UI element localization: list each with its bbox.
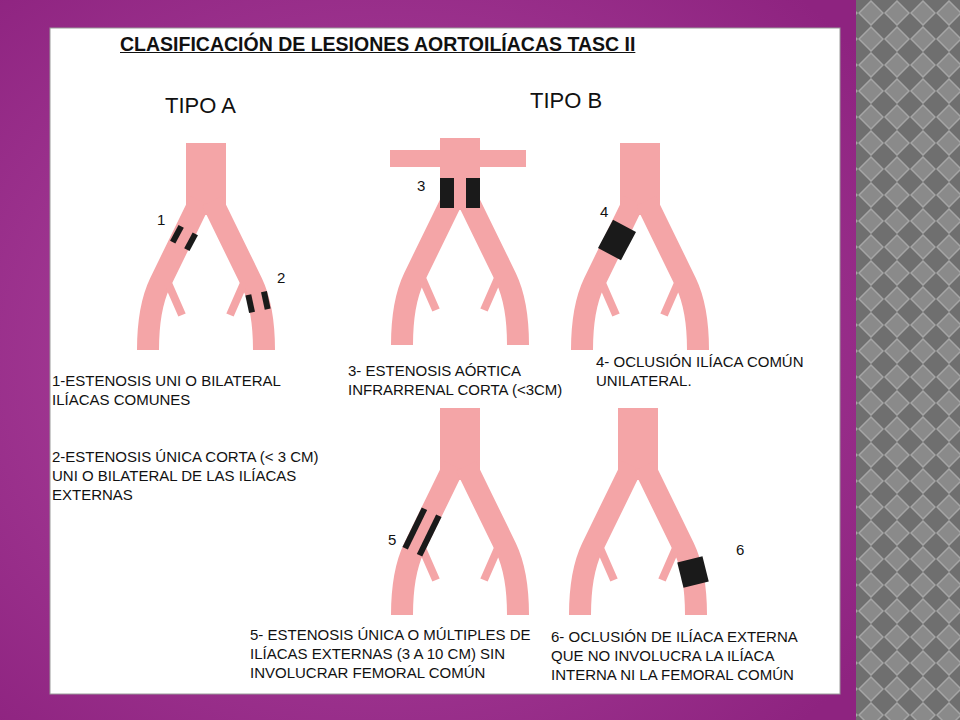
aortoiliac-figure — [402, 408, 518, 615]
label-slot: TIPO B — [530, 87, 602, 115]
aortoiliac-figure — [148, 143, 264, 350]
label-slot: 2 — [277, 269, 285, 288]
label-slot: TIPO A — [165, 92, 236, 120]
label-slot: 3- ESTENOSIS AÓRTICA INFRARRENAL CORTA (… — [348, 362, 584, 400]
aortoiliac-figure — [580, 408, 696, 615]
label-slot: 1-ESTENOSIS UNI O BILATERAL ILÍACAS COMU… — [52, 372, 314, 410]
label-slot: 1 — [157, 211, 165, 230]
lesion-caption: 4- OCLUSIÓN ILÍACA COMÚN UNILATERAL. — [596, 353, 831, 391]
label-slot: 5- ESTENOSIS ÚNICA O MÚLTIPLES DE ILÍACA… — [250, 626, 536, 682]
label-slot: 4- OCLUSIÓN ILÍACA COMÚN UNILATERAL. — [596, 353, 831, 391]
occlusion-mark — [677, 556, 709, 588]
callout-number: 2 — [277, 269, 285, 288]
stenosis-mark — [402, 507, 441, 556]
type-heading: TIPO B — [530, 87, 602, 115]
slide-background — [0, 0, 856, 720]
patterned-strip — [856, 0, 960, 720]
stenosis-mark — [170, 225, 198, 251]
lesion-caption: 1-ESTENOSIS UNI O BILATERAL ILÍACAS COMU… — [52, 372, 314, 410]
type-heading: TIPO A — [165, 92, 236, 120]
lesion-caption: 2-ESTENOSIS ÚNICA CORTA (< 3 CM) UNI O B… — [52, 448, 328, 504]
label-slot: 5 — [388, 531, 396, 550]
stenosis-mark — [440, 178, 480, 208]
callout-number: 1 — [157, 211, 165, 230]
lesion-caption: 6- OCLUSIÓN DE ILÍACA EXTERNA QUE NO INV… — [551, 628, 831, 684]
slide-title: CLASIFICACIÓN DE LESIONES AORTOILÍACAS T… — [120, 32, 635, 56]
occlusion-mark — [598, 220, 636, 260]
aortoiliac-figure — [582, 143, 698, 350]
label-slot: CLASIFICACIÓN DE LESIONES AORTOILÍACAS T… — [120, 32, 635, 56]
label-slot: 6- OCLUSIÓN DE ILÍACA EXTERNA QUE NO INV… — [551, 628, 831, 684]
callout-number: 3 — [417, 177, 425, 196]
aortoiliac-figure — [402, 138, 518, 345]
white-panel — [50, 28, 840, 694]
label-slot: 2-ESTENOSIS ÚNICA CORTA (< 3 CM) UNI O B… — [52, 448, 328, 504]
lesion-caption: 3- ESTENOSIS AÓRTICA INFRARRENAL CORTA (… — [348, 362, 584, 400]
label-slot: 6 — [736, 541, 744, 560]
stenosis-mark — [245, 291, 270, 313]
callout-number: 6 — [736, 541, 744, 560]
callout-number: 4 — [600, 203, 608, 222]
label-slot: 3 — [417, 177, 425, 196]
callout-number: 5 — [388, 531, 396, 550]
label-slot: 4 — [600, 203, 608, 222]
lesion-caption: 5- ESTENOSIS ÚNICA O MÚLTIPLES DE ILÍACA… — [250, 626, 536, 682]
